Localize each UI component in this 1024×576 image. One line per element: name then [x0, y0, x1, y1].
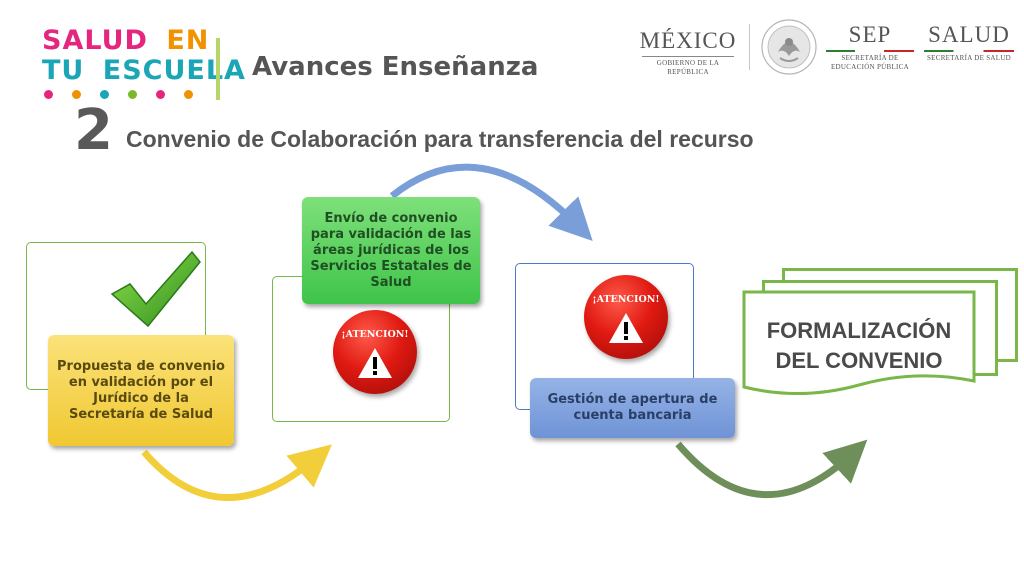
sep-logo: SEP SECRETARÍA DE EDUCACIÓN PÚBLICA — [826, 22, 914, 72]
warning-text: ¡ATENCION! — [341, 329, 409, 340]
logo-word-tu: TU — [42, 55, 85, 86]
mexico-name: MÉXICO — [639, 28, 737, 53]
logo-word-salud: SALUD — [42, 25, 148, 56]
flag-stripe — [826, 50, 914, 52]
logo-word-escuela: ESCUELA — [102, 55, 246, 86]
arrow-step3-to-step4 — [675, 439, 868, 498]
salud-sub: SECRETARÍA DE SALUD — [926, 54, 1012, 62]
logo-dot — [156, 90, 165, 99]
warning-text: ¡ATENCION! — [592, 294, 660, 305]
logo-dot — [72, 90, 81, 99]
arrow-step1-to-step2 — [141, 444, 332, 502]
sep-sub2: EDUCACIÓN PÚBLICA — [830, 63, 910, 71]
step4-label-line2: DEL CONVENIO — [775, 348, 943, 373]
mexico-logo: MÉXICO GOBIERNO DE LA REPÚBLICA — [636, 28, 740, 77]
mexico-sub: GOBIERNO DE LA REPÚBLICA — [656, 59, 720, 76]
step2-label: Envío de convenio para validación de las… — [302, 197, 480, 304]
step-title: Convenio de Colaboración para transferen… — [126, 126, 754, 152]
logo-dot — [44, 90, 53, 99]
section-title: Avances Enseñanza — [252, 52, 539, 82]
step1-label: Propuesta de convenio en validación por … — [48, 335, 234, 446]
header-divider — [216, 38, 220, 100]
sep-sub1: SECRETARÍA DE — [841, 54, 899, 62]
logo-dot — [184, 90, 193, 99]
step3-label: Gestión de apertura de cuenta bancaria — [530, 378, 735, 438]
arrow-step2-to-step3 — [389, 163, 593, 241]
logo-dot — [100, 90, 109, 99]
flag-stripe — [924, 50, 1014, 52]
divider — [642, 56, 734, 57]
header-separator — [749, 24, 750, 70]
sep-name: SEP — [848, 22, 892, 47]
warning-icon: ¡ATENCION! — [584, 275, 668, 359]
step-number: 2 — [74, 98, 113, 163]
salud-logo: SALUD SECRETARÍA DE SALUD — [924, 22, 1014, 63]
step4-label-line1: FORMALIZACIÓN — [766, 318, 952, 343]
salud-name: SALUD — [928, 22, 1010, 47]
salud-en-tu-escuela-logo: SALUD EN TU ESCUELA — [42, 25, 245, 102]
warning-icon: ¡ATENCION! — [333, 310, 417, 394]
checkmark-icon — [108, 248, 204, 335]
logo-word-en: EN — [166, 25, 210, 56]
document-stack-front: FORMALIZACIÓN DEL CONVENIO — [742, 290, 976, 400]
logo-dot — [128, 90, 137, 99]
national-seal-icon — [760, 18, 818, 81]
